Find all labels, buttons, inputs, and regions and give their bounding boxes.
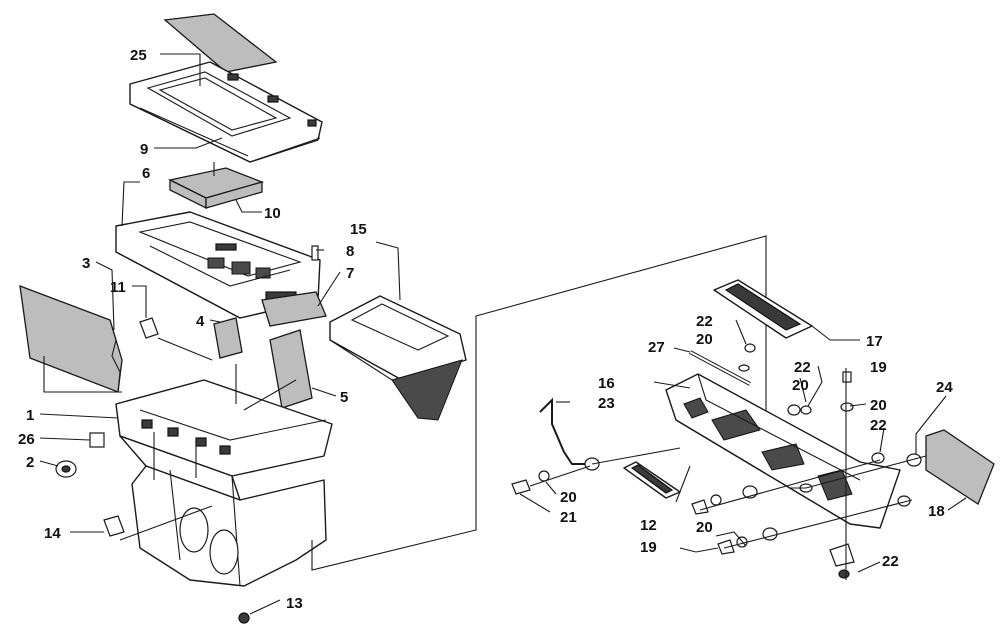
leader-lines-right	[519, 319, 967, 580]
filter-element-part-25	[163, 13, 278, 73]
callout-17: 17	[866, 333, 883, 350]
airbox-cover-part-9	[129, 61, 323, 163]
callout-1: 1	[26, 407, 34, 424]
callout-5: 5	[340, 389, 348, 406]
callout-22-b: 22	[794, 359, 811, 376]
callout-3: 3	[82, 255, 90, 272]
console-part-16	[665, 373, 901, 529]
callout-20-a: 20	[696, 331, 713, 348]
foam-insert-part-5	[269, 329, 313, 409]
wire-bracket-part-23	[539, 397, 590, 465]
callout-20-b: 20	[792, 377, 809, 394]
leader-lines-left	[39, 53, 767, 615]
callout-6: 6	[142, 165, 150, 182]
callout-11: 11	[110, 279, 126, 296]
callout-21: 21	[560, 509, 577, 526]
clip-part-14	[103, 515, 125, 537]
plug-part-13	[238, 612, 250, 624]
callout-19-b: 19	[640, 539, 657, 556]
grommet-part-2	[55, 460, 77, 478]
clip-part-26	[89, 432, 105, 448]
callout-14: 14	[44, 525, 61, 542]
callout-8: 8	[346, 243, 354, 260]
airbox-upper-tray-part-6	[115, 211, 321, 319]
callout-22-d: 22	[882, 553, 899, 570]
callout-22-c: 22	[870, 417, 887, 434]
callout-16: 16	[598, 375, 615, 392]
callout-27: 27	[648, 339, 665, 356]
foam-side-panel-part-3	[19, 285, 123, 393]
foam-block-part-18	[925, 429, 995, 505]
callout-7: 7	[346, 265, 354, 282]
callout-24: 24	[936, 379, 953, 396]
callout-10: 10	[264, 205, 281, 222]
fastener-part-8	[311, 245, 319, 261]
rod-part-27	[689, 350, 751, 386]
callout-26: 26	[18, 431, 35, 448]
callout-20-c: 20	[870, 397, 887, 414]
hardware-right	[511, 343, 922, 579]
callout-15: 15	[350, 221, 367, 238]
callout-labels: 25 9 6 10 15 8 7 3 11 4 5 1 26 2 14 13 2…	[18, 47, 953, 612]
foam-piece-part-7	[261, 291, 327, 327]
foam-block-part-4	[213, 317, 243, 359]
callout-19-a: 19	[870, 359, 887, 376]
intake-duct-part-15	[329, 295, 467, 421]
callout-25: 25	[130, 47, 147, 64]
latch-part-12	[623, 461, 681, 499]
callout-13: 13	[286, 595, 303, 612]
foam-pad-part-10	[168, 167, 265, 210]
callout-22-a: 22	[696, 313, 713, 330]
callout-9: 9	[140, 141, 148, 158]
bezel-part-17	[713, 279, 813, 339]
callout-23: 23	[598, 395, 615, 412]
airbox-lower-part-1	[115, 379, 333, 587]
callout-18: 18	[928, 503, 945, 520]
callout-4: 4	[196, 313, 205, 330]
callout-20-e: 20	[696, 519, 713, 536]
callout-20-d: 20	[560, 489, 577, 506]
bolt-part-11	[139, 317, 159, 339]
callout-2: 2	[26, 454, 34, 471]
callout-12: 12	[640, 517, 657, 534]
